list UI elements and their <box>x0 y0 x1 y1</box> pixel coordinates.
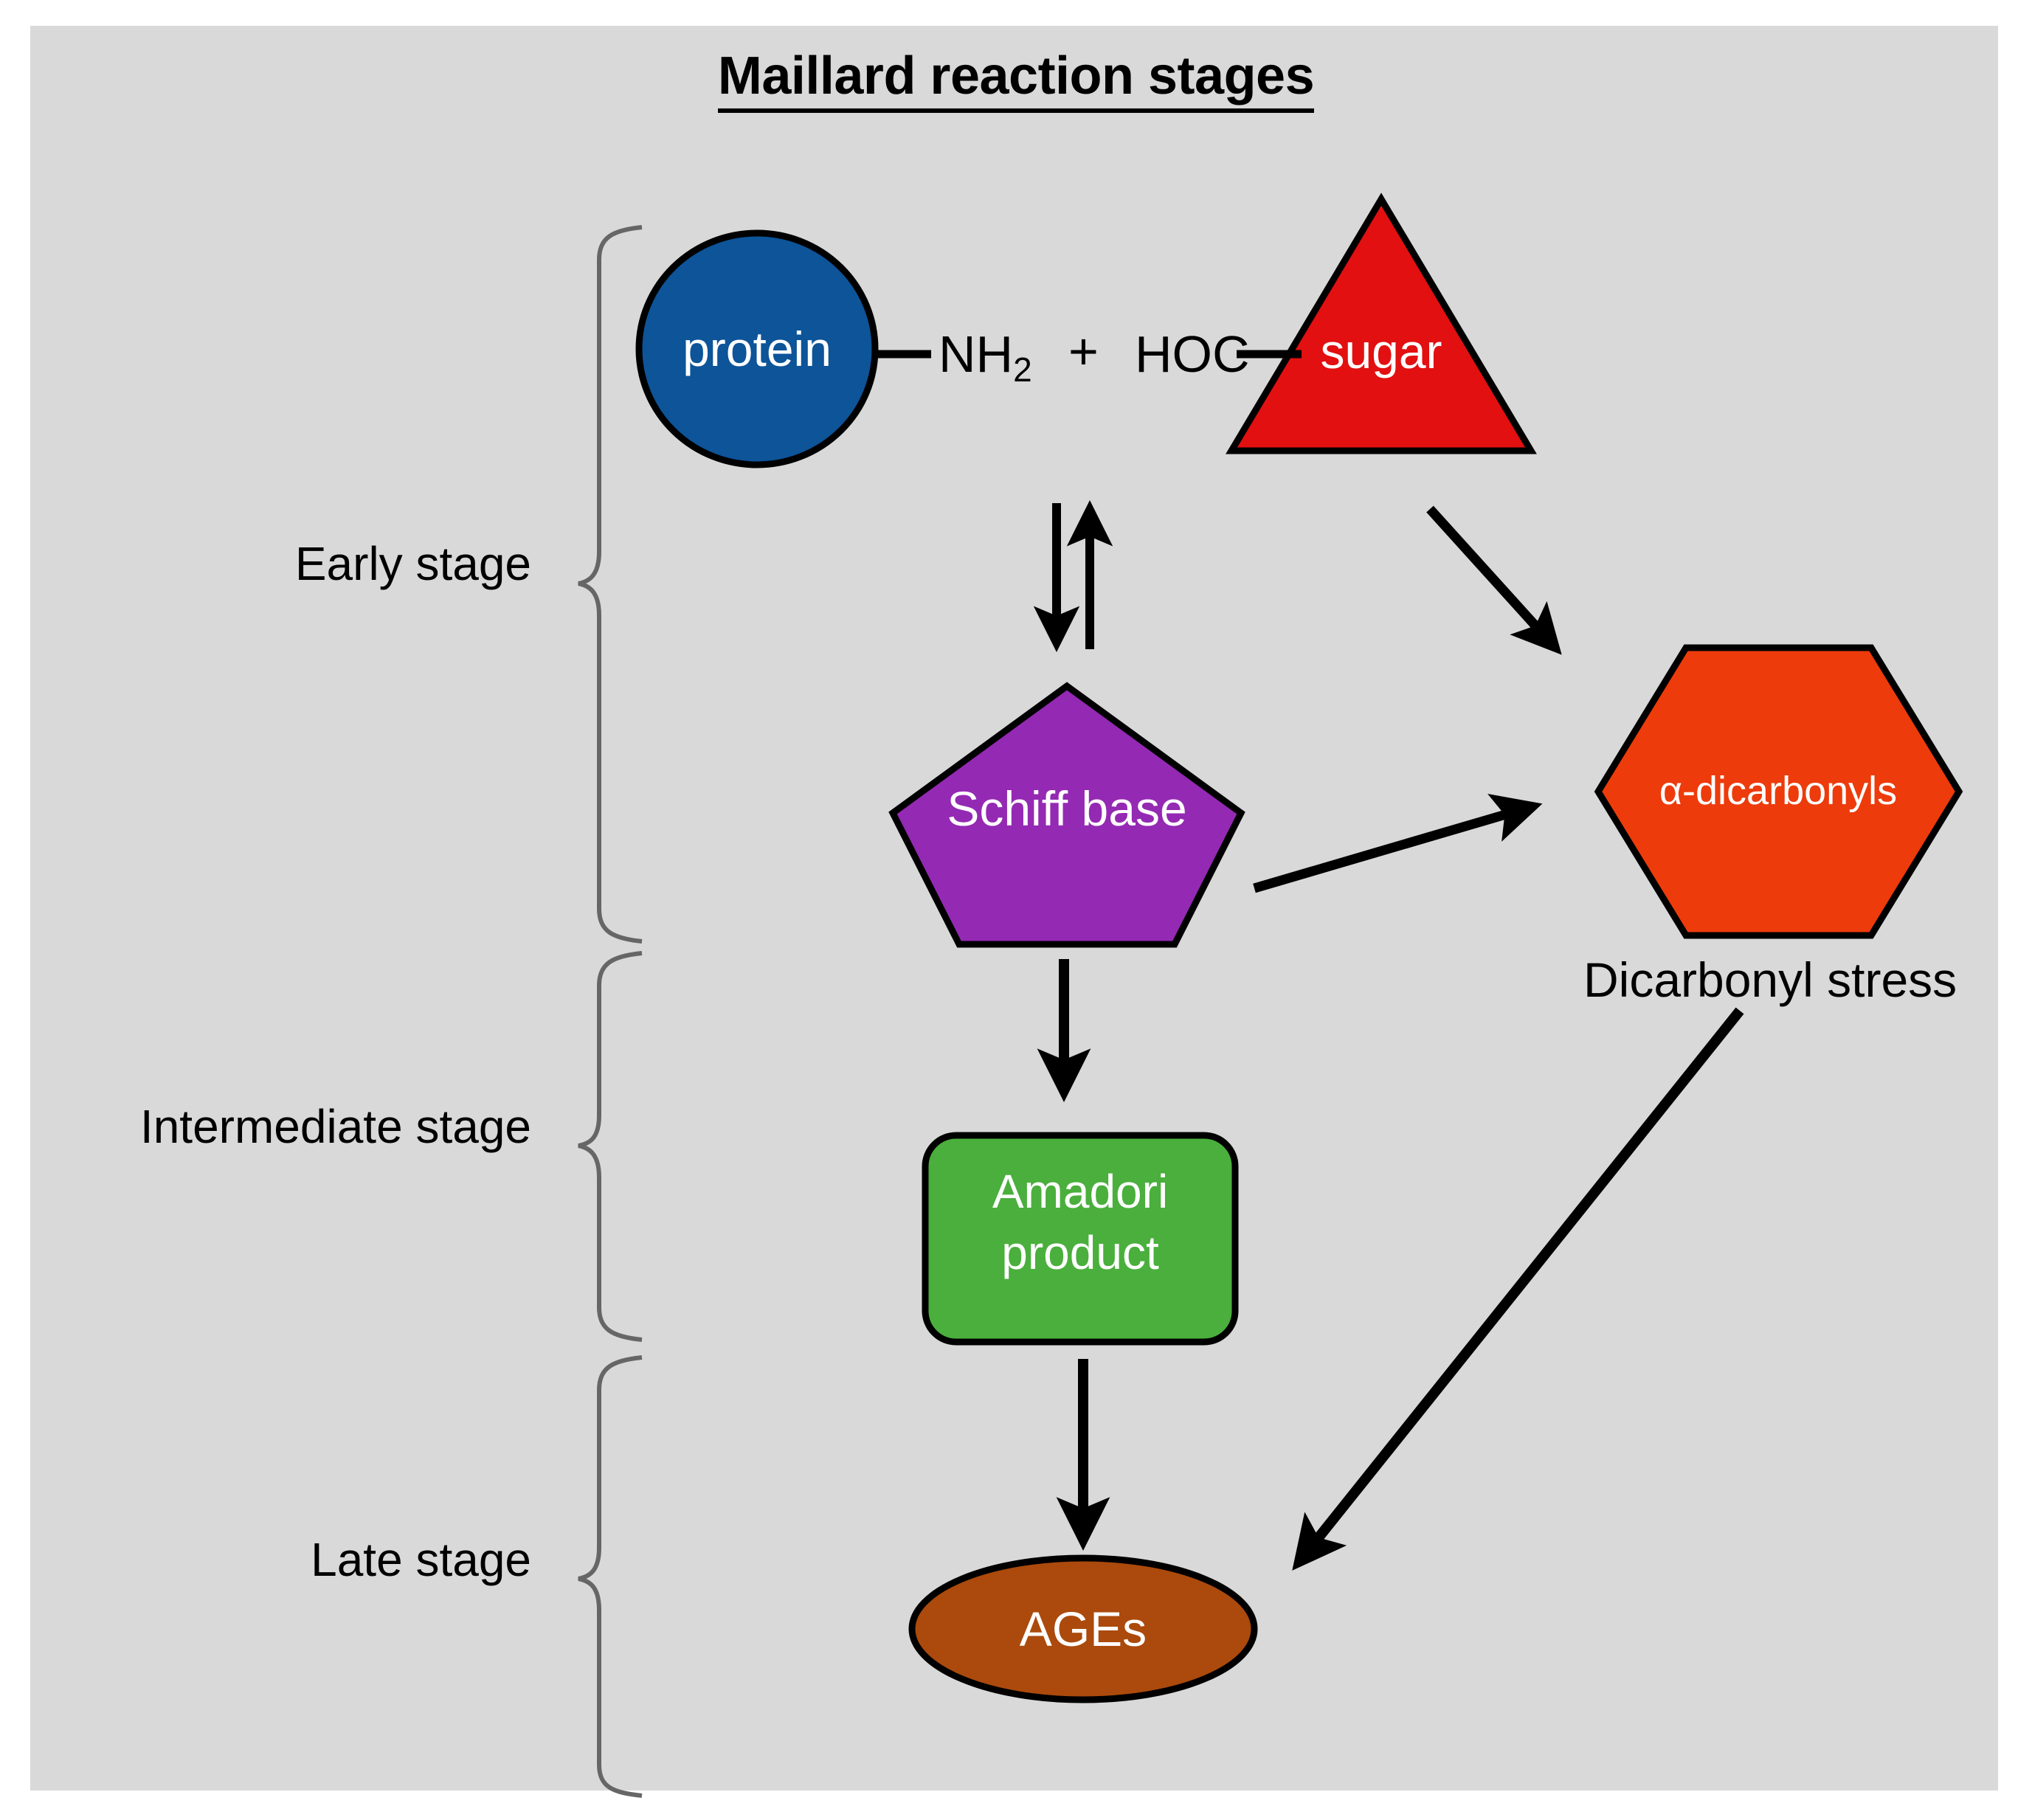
arrow-sugar-to-dicarbonyls <box>1426 505 1562 655</box>
figure-title-text: Maillard reaction stages <box>717 46 1315 113</box>
node-dicarbonyls[interactable] <box>1594 644 1963 939</box>
brace-early-stage <box>578 225 643 944</box>
annotation-dicarbonyl-stress: Dicarbonyl stress <box>1583 952 1957 1007</box>
node-sugar[interactable] <box>1226 193 1537 454</box>
equation-plus: + <box>1068 322 1099 380</box>
brace-intermediate-stage <box>578 951 643 1342</box>
node-ages[interactable] <box>908 1554 1258 1703</box>
stage-label-intermediate: Intermediate stage <box>139 1100 531 1153</box>
figure-title: Maillard reaction stages <box>0 46 2032 113</box>
stage-label-early: Early stage <box>294 537 531 590</box>
equation-amine: NH2 <box>939 325 1032 390</box>
brace-late-stage <box>578 1355 643 1798</box>
stage-label-late: Late stage <box>311 1533 531 1586</box>
node-protein[interactable] <box>635 229 879 468</box>
equation-aldehyde: HOC <box>1135 325 1250 383</box>
node-schiff-base[interactable] <box>888 682 1245 948</box>
node-amadori-product[interactable] <box>922 1132 1239 1346</box>
equation-amine-subscript: 2 <box>1013 350 1032 389</box>
equation-amine-prefix: NH <box>939 325 1014 383</box>
arrow-dicarbonyls-to-ages <box>1292 1007 1744 1571</box>
arrow-schiff-to-dicarbonyls <box>1253 793 1543 893</box>
